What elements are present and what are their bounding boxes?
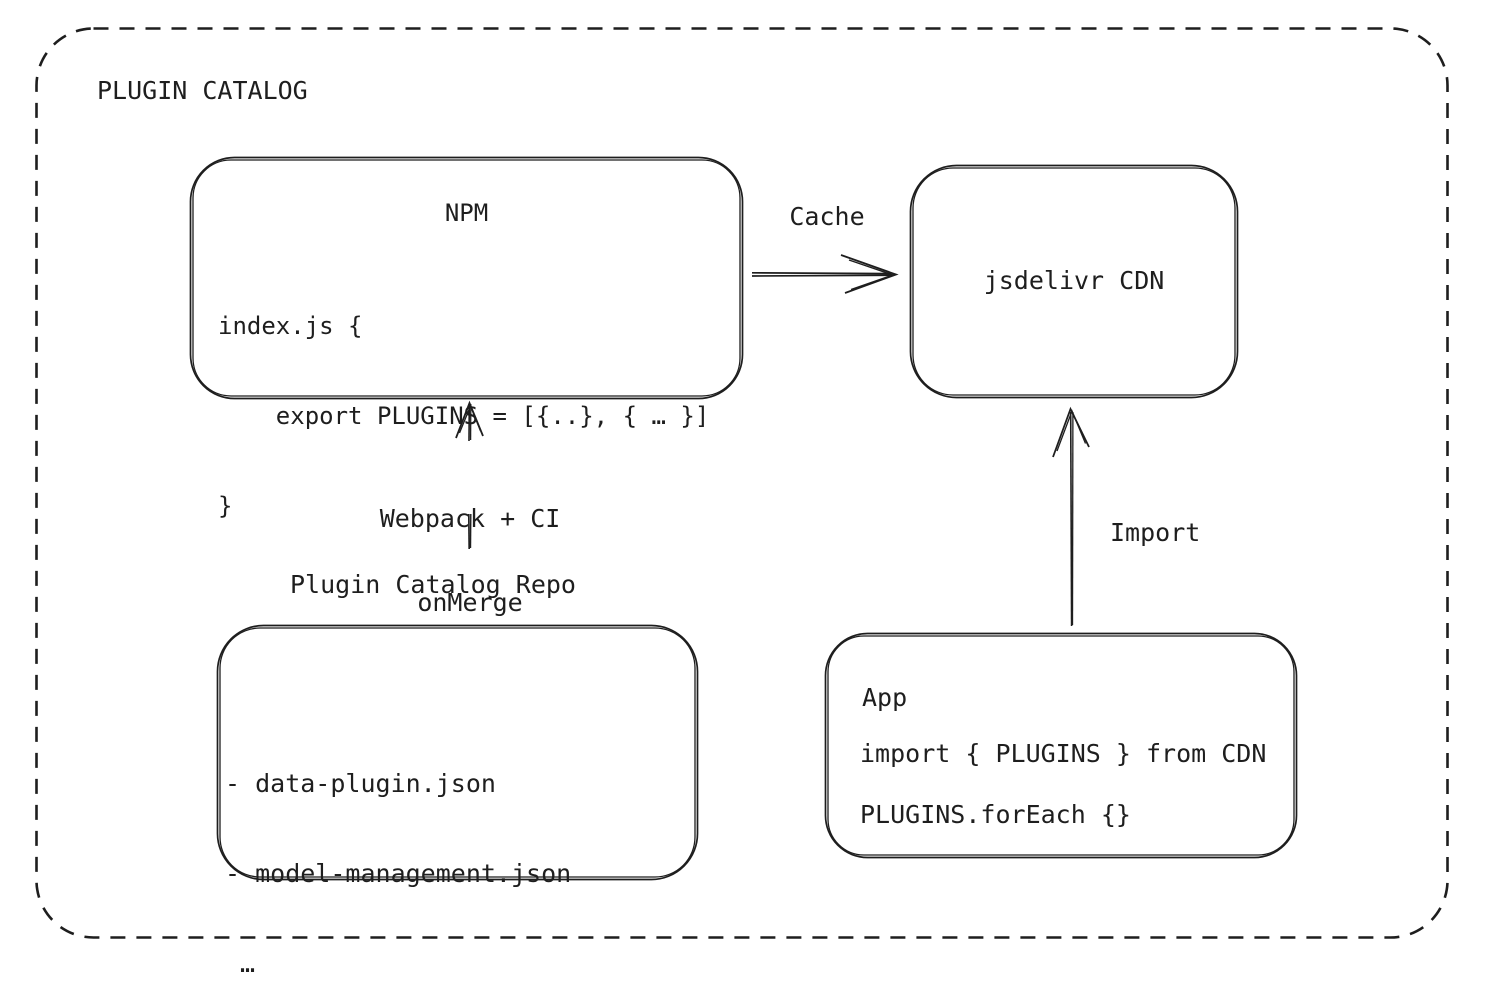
cdn-box [909,164,1239,399]
app-code-line: import { PLUGINS } from CDN [860,739,1267,768]
repo-list-item: - data-plugin.json [225,769,496,798]
npm-code-line: index.js { [218,312,363,340]
cache-arrow [751,254,899,294]
cache-arrow-label: Cache [789,202,865,231]
import-arrow-label: Import [1110,518,1201,547]
build-arrow-label-line: onMerge [417,588,523,617]
app-box [824,632,1298,859]
npm-box-title: NPM [444,199,489,227]
repo-box [216,624,699,881]
npm-box [189,156,744,400]
npm-code-block: index.js { export PLUGINS = [{..}, { … }… [218,251,709,581]
build-arrow-label: Webpack + CI onMerge [345,449,595,673]
cdn-box-title: jsdelivr CDN [983,266,1165,295]
app-code-line: PLUGINS.forEach {} [860,800,1131,829]
repo-list-item: - model-management.json [225,859,572,888]
catalog-boundary [35,27,1449,939]
npm-code-line: export PLUGINS = [{..}, { … }] [218,402,710,430]
import-arrow [1052,406,1090,627]
npm-code-line: } [218,492,233,520]
app-box-title: App [862,683,908,712]
catalog-title: PLUGIN CATALOG [97,76,308,105]
build-arrow [455,400,484,550]
repo-list-item: … [225,949,256,978]
build-arrow-label-line: Webpack + CI [379,504,561,533]
repo-file-list: - data-plugin.json - model-management.js… [225,709,571,1002]
repo-box-title: Plugin Catalog Repo [290,570,576,599]
